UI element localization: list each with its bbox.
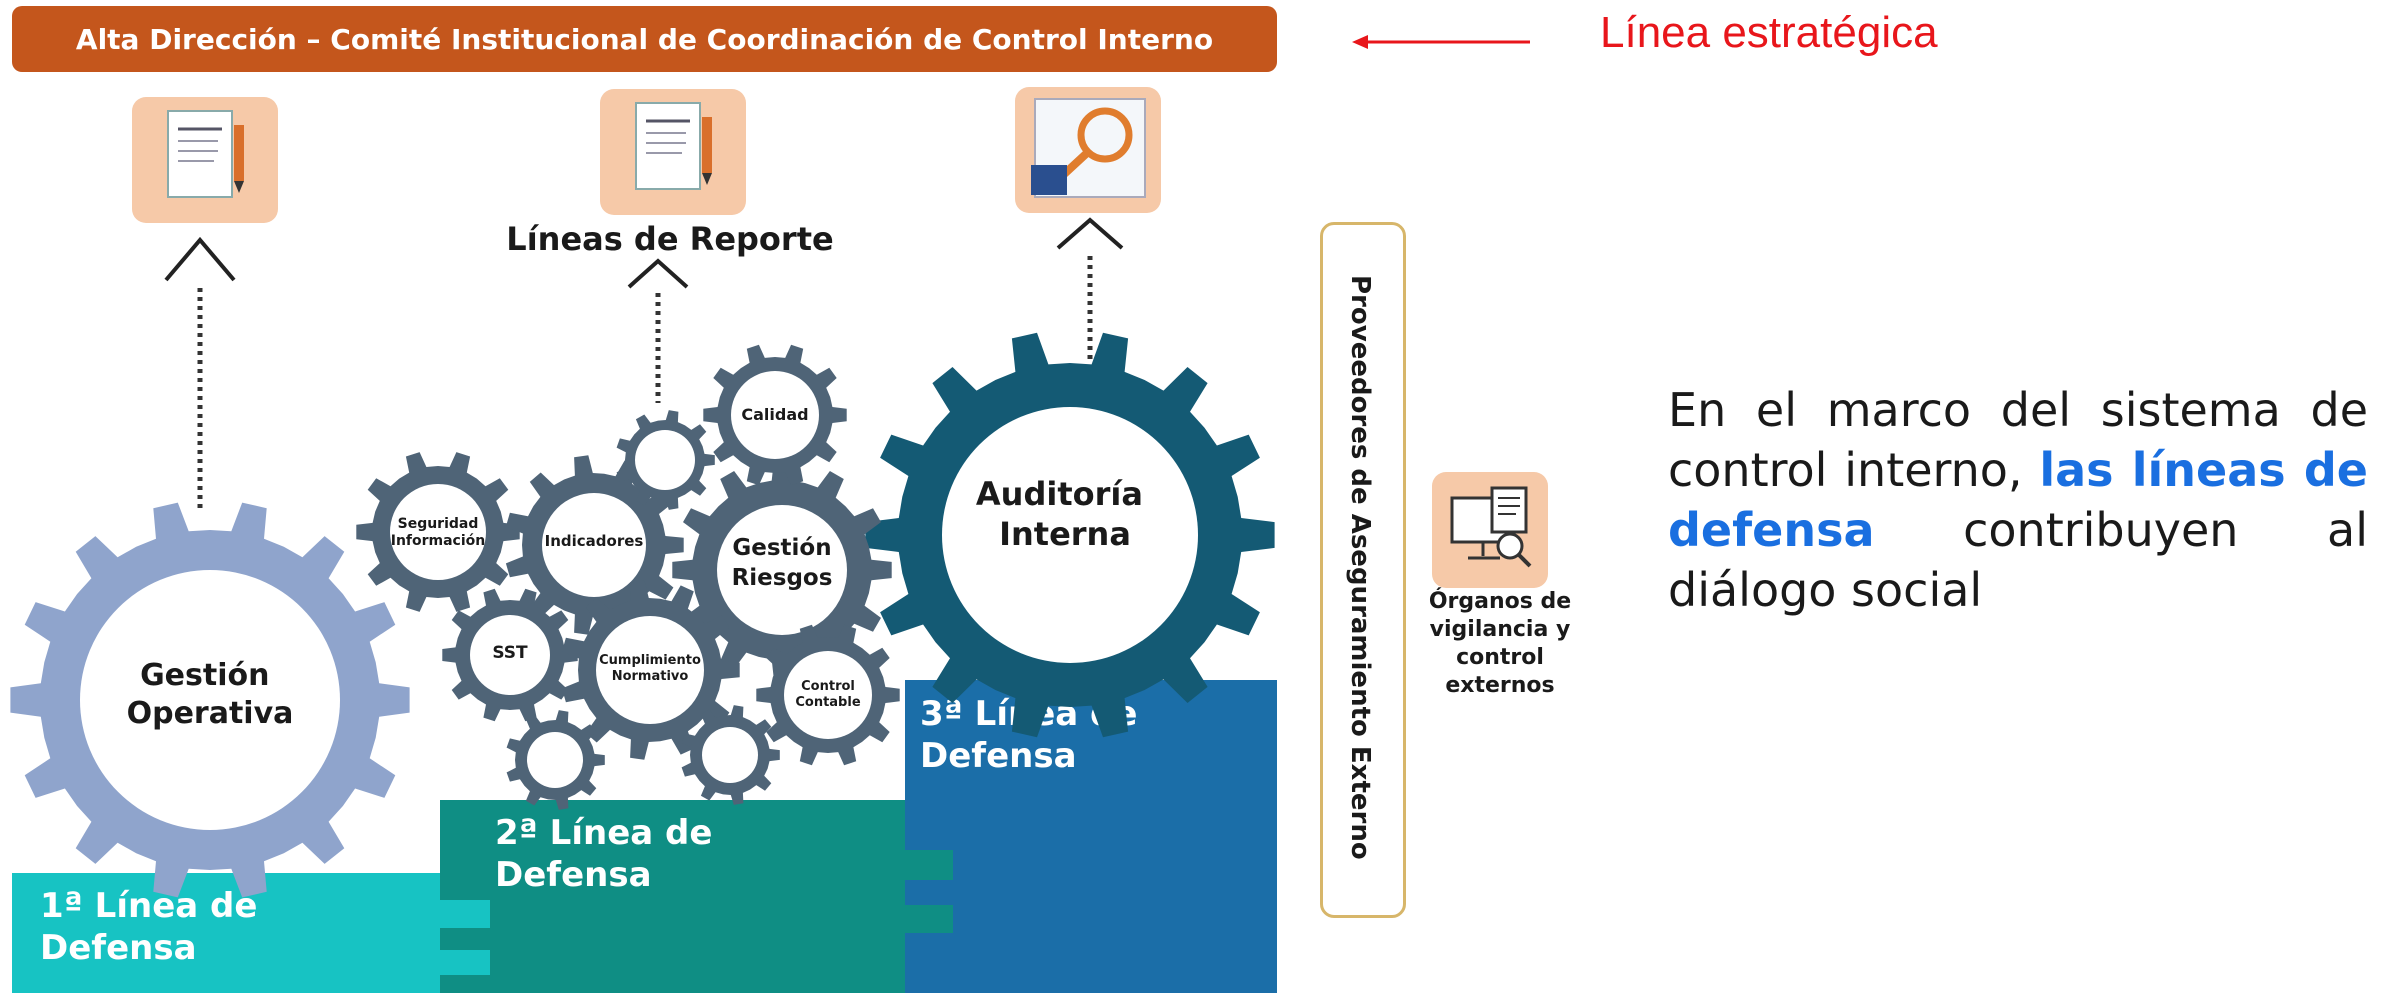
gear-gestion-operativa bbox=[10, 502, 410, 898]
gear-seguridad-informacion bbox=[356, 452, 520, 612]
report-arrow-3 bbox=[1056, 217, 1124, 360]
gestion-operativa-label: Gestión Operativa bbox=[127, 658, 294, 731]
report-arrow-2 bbox=[627, 258, 689, 403]
reporting-lines-label: Líneas de Reporte bbox=[506, 220, 834, 258]
gestion-operativa-line2: Operativa bbox=[127, 696, 294, 731]
description-paragraph: En el marco del sistema de control inter… bbox=[1668, 380, 2368, 620]
auditoria-interna-line1: Auditoría bbox=[976, 475, 1143, 513]
strategic-line-label: Línea estratégica bbox=[1600, 8, 1938, 57]
monitor-search-icon bbox=[1432, 472, 1548, 588]
connector-tab bbox=[440, 900, 490, 928]
gear-small-bottom-left bbox=[506, 710, 605, 810]
gestion-operativa-line1: Gestión bbox=[140, 658, 269, 693]
gear-cumplimiento-normativo bbox=[561, 580, 740, 760]
connector-tab bbox=[440, 950, 490, 975]
sst-label: SST bbox=[492, 643, 528, 663]
gear-control-contable bbox=[756, 624, 900, 766]
gear-calidad bbox=[703, 344, 847, 486]
connector-tab bbox=[905, 905, 953, 933]
calidad-label: Calidad bbox=[741, 405, 808, 424]
left-arrow-icon bbox=[1352, 35, 1530, 49]
gear-sst bbox=[442, 588, 578, 722]
gear-auditoria-interna bbox=[865, 332, 1275, 738]
connector-tab bbox=[905, 850, 953, 880]
external-assurance-label: Proveedores de Aseguramiento Externo bbox=[1345, 274, 1375, 860]
gears-diagram: Gestión Operativa Auditoría Interna Gest… bbox=[10, 332, 1275, 898]
indicadores-label: Indicadores bbox=[545, 532, 644, 550]
header-title: Alta Dirección – Comité Institucional de… bbox=[75, 22, 1214, 56]
second-line-label: 2ª Línea de Defensa bbox=[495, 813, 713, 895]
third-line-step bbox=[905, 680, 1277, 993]
auditoria-interna-line2: Interna bbox=[999, 515, 1131, 553]
external-assurance-panel bbox=[1320, 222, 1406, 918]
header-bar: Alta Dirección – Comité Institucional de… bbox=[12, 6, 1277, 72]
gear-small-bottom-right bbox=[681, 705, 780, 805]
description-part1: En el marco del sistema de control inter… bbox=[1668, 383, 2368, 497]
auditoria-interna-label: Auditoría Interna bbox=[976, 475, 1154, 553]
document-icon bbox=[132, 97, 278, 223]
report-arrow-1 bbox=[164, 236, 236, 513]
gear-labels: Gestión Operativa Auditoría Interna Gest… bbox=[127, 405, 1154, 731]
first-line-label: 1ª Línea de Defensa bbox=[40, 886, 258, 968]
second-line-step bbox=[440, 800, 960, 993]
description-highlight: las líneas de defensa bbox=[1668, 443, 2368, 557]
description-part2: contribuyen al diálogo social bbox=[1668, 503, 2368, 617]
document-icon bbox=[600, 89, 746, 215]
gear-small-top bbox=[616, 410, 715, 510]
magnifier-audit-icon bbox=[1015, 87, 1161, 213]
external-bodies-label: Órganos de vigilancia y control externos bbox=[1428, 589, 1572, 698]
